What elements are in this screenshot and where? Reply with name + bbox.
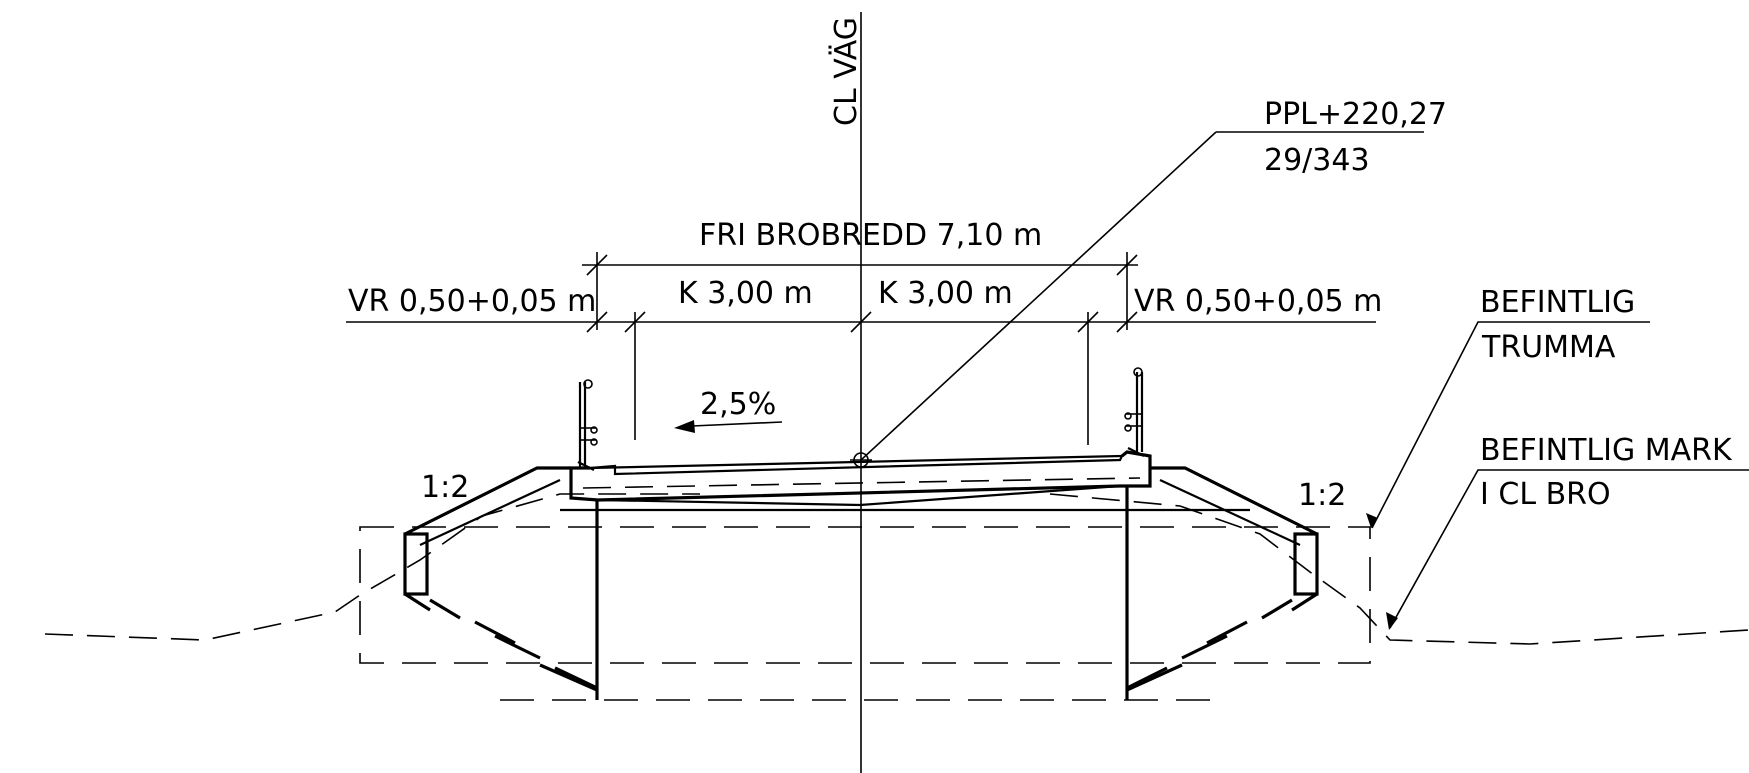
existing-ground-line xyxy=(44,493,700,641)
railing-right xyxy=(1124,367,1145,457)
free-width-dimension xyxy=(582,252,1138,330)
culvert-label-2: TRUMMA xyxy=(1481,330,1616,365)
bridge-deck xyxy=(560,450,1250,512)
vr-left-label: VR 0,50+0,05 m xyxy=(348,284,596,319)
ppl-label: PPL+220,27 xyxy=(1264,97,1447,132)
vr-right-label: VR 0,50+0,05 m xyxy=(1134,284,1382,319)
ground-label-1: BEFINTLIG MARK xyxy=(1480,433,1733,468)
k-left-label: K 3,00 m xyxy=(678,276,813,311)
ground-leader xyxy=(1386,469,1749,630)
ppl-leader xyxy=(850,131,1424,468)
wing-wall-right xyxy=(1126,466,1319,692)
slope-arrow xyxy=(674,420,783,433)
ground-label-2: I CL BRO xyxy=(1480,477,1611,512)
k-right-label: K 3,00 m xyxy=(878,276,1013,311)
embankment-right-label: 1:2 xyxy=(1298,478,1346,513)
ppl-sub-label: 29/343 xyxy=(1264,143,1370,178)
culvert-label-1: BEFINTLIG xyxy=(1480,285,1635,320)
wing-wall-left xyxy=(403,466,598,692)
embankment-left-label: 1:2 xyxy=(421,470,469,505)
lane-dimension xyxy=(346,311,1376,445)
slope-label: 2,5% xyxy=(700,387,776,422)
railing-left xyxy=(577,379,598,471)
centerline-label: CL VÄG xyxy=(828,17,864,126)
free-width-label: FRI BROBREDD 7,10 m xyxy=(699,218,1042,253)
culvert-leader xyxy=(1366,321,1650,529)
existing-ground-line-right xyxy=(1049,493,1749,645)
